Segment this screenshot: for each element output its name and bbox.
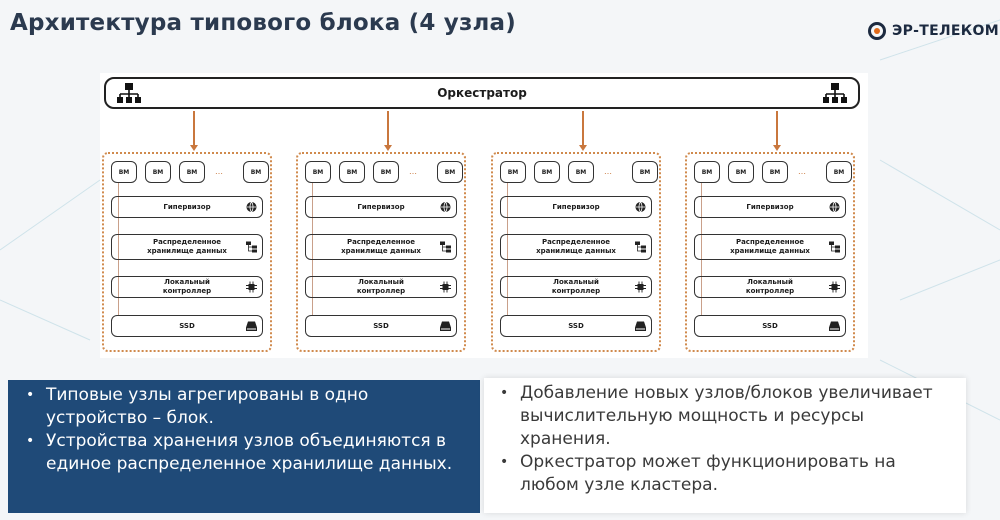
company-logo: ЭР-ТЕЛЕКОМ [868,22,999,40]
orchestrator-connector-arrow [773,111,781,151]
vm-box: ВМ [111,161,137,183]
vm-row: ВМ ВМ ВМ ВМ … [305,161,463,183]
layer-chip: Локальный контроллер [111,276,263,298]
vm-box: ВМ [179,161,205,183]
architecture-diagram: Оркестратор ВМ ВМ ВМ ВМ … Гипервизор Распред… [100,73,868,358]
globe-icon [829,201,840,213]
layer-label: SSD [179,321,195,330]
bullet-item: Типовые узлы агрегированы в одно устройс… [22,384,468,430]
layer-disk: SSD [305,315,457,337]
logo-text: ЭР-ТЕЛЕКОМ [892,23,999,39]
layer-label: SSD [568,321,584,330]
chip-icon [440,281,451,293]
layer-label: Распределенное хранилище данных [536,238,616,255]
chip-icon [635,281,646,293]
stack-connector-line [312,183,313,315]
stack-connector-line [701,183,702,315]
vm-row: ВМ ВМ ВМ ВМ … [694,161,852,183]
layer-label: Гипервизор [357,202,405,211]
layer-chip: Локальный контроллер [694,276,846,298]
vm-box: ВМ [145,161,171,183]
layer-globe: Гипервизор [111,196,263,218]
layer-disk: SSD [694,315,846,337]
layer-disk: SSD [111,315,263,337]
vm-box: ВМ [500,161,526,183]
chip-icon [246,281,257,293]
storage-tree-icon [246,241,257,253]
globe-icon [440,201,451,213]
disk-icon [440,321,451,331]
vm-row: ВМ ВМ ВМ ВМ … [111,161,269,183]
orchestrator-box: Оркестратор [104,77,860,109]
layer-label: Локальный контроллер [745,278,795,295]
vm-box: ВМ [305,161,331,183]
vm-box: ВМ [437,161,463,183]
globe-icon [246,201,257,213]
layer-globe: Гипервизор [694,196,846,218]
layer-label: SSD [373,321,389,330]
layer-label: Локальный контроллер [356,278,406,295]
node-4: ВМ ВМ ВМ ВМ … Гипервизор Распределенное хран… [685,152,855,352]
vm-box: ВМ [373,161,399,183]
bullet-item: Оркестратор может функционировать на люб… [496,451,954,497]
globe-icon [635,201,646,213]
network-hierarchy-icon [823,83,847,103]
disk-icon [829,321,840,331]
vm-box: ВМ [568,161,594,183]
layer-label: Локальный контроллер [551,278,601,295]
vm-box: ВМ [694,161,720,183]
orchestrator-connector-arrow [384,111,392,151]
vm-box: ВМ [339,161,365,183]
layer-storage-tree: Распределенное хранилище данных [305,234,457,260]
layer-chip: Локальный контроллер [500,276,652,298]
storage-tree-icon [829,241,840,253]
summary-panel-right: Добавление новых узлов/блоков увеличивае… [484,378,966,513]
layer-label: Гипервизор [163,202,211,211]
layer-disk: SSD [500,315,652,337]
stack-connector-line [118,183,119,315]
layer-label: Гипервизор [746,202,794,211]
disk-icon [246,321,257,331]
vm-ellipsis: … [798,167,806,176]
chip-icon [829,281,840,293]
network-hierarchy-icon [117,83,141,103]
orchestrator-connector-arrow [579,111,587,151]
layer-label: SSD [762,321,778,330]
layer-label: Гипервизор [552,202,600,211]
vm-box: ВМ [728,161,754,183]
summary-panel-left: Типовые узлы агрегированы в одно устройс… [8,380,480,513]
layer-label: Распределенное хранилище данных [730,238,810,255]
layer-label: Локальный контроллер [162,278,212,295]
layer-globe: Гипервизор [500,196,652,218]
stack-connector-line [507,183,508,315]
vm-box: ВМ [632,161,658,183]
layer-storage-tree: Распределенное хранилище данных [694,234,846,260]
page-title: Архитектура типового блока (4 узла) [10,10,516,36]
logo-mark-icon [868,22,886,40]
layer-chip: Локальный контроллер [305,276,457,298]
vm-ellipsis: … [215,167,223,176]
storage-tree-icon [440,241,451,253]
node-3: ВМ ВМ ВМ ВМ … Гипервизор Распределенное хран… [491,152,661,352]
vm-row: ВМ ВМ ВМ ВМ … [500,161,658,183]
storage-tree-icon [635,241,646,253]
bullet-item: Добавление новых узлов/блоков увеличивае… [496,382,954,451]
vm-box: ВМ [243,161,269,183]
vm-ellipsis: … [409,167,417,176]
vm-box: ВМ [534,161,560,183]
layer-storage-tree: Распределенное хранилище данных [500,234,652,260]
node-1: ВМ ВМ ВМ ВМ … Гипервизор Распределенное хран… [102,152,272,352]
layer-storage-tree: Распределенное хранилище данных [111,234,263,260]
layer-label: Распределенное хранилище данных [147,238,227,255]
vm-ellipsis: … [604,167,612,176]
node-2: ВМ ВМ ВМ ВМ … Гипервизор Распределенное хран… [296,152,466,352]
orchestrator-connector-arrow [190,111,198,151]
disk-icon [635,321,646,331]
bullet-item: Устройства хранения узлов объединяются в… [22,430,468,476]
orchestrator-label: Оркестратор [437,86,527,100]
vm-box: ВМ [762,161,788,183]
layer-label: Распределенное хранилище данных [341,238,421,255]
vm-box: ВМ [826,161,852,183]
layer-globe: Гипервизор [305,196,457,218]
